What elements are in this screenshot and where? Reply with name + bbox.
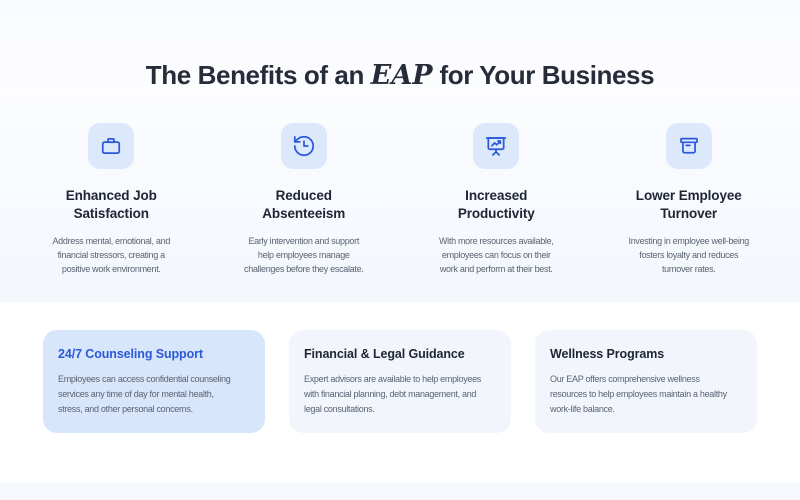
benefit-icon-tile: [280, 123, 327, 169]
title-acronym: EAP: [370, 60, 433, 91]
card-financial-legal-guidance: Financial & Legal Guidance Expert adviso…: [289, 330, 511, 434]
benefit-description: Early intervention and support help empl…: [244, 235, 364, 275]
benefit-icon-tile: [473, 123, 520, 169]
presentation-chart-icon: [486, 137, 507, 156]
card-counseling-support: 24/7 Counseling Support Employees can ac…: [43, 330, 265, 434]
card-wellness-programs: Wellness Programs Our EAP offers compreh…: [535, 330, 757, 434]
benefit-icon-tile: [88, 123, 135, 169]
card-description: Employees can access confidential counse…: [58, 374, 231, 415]
briefcase-icon: [102, 137, 121, 155]
benefit-column-absenteeism: Reduced Absenteeism Early intervention a…: [215, 123, 394, 302]
card-description: Our EAP offers comprehensive wellness re…: [550, 374, 727, 415]
card-description: Expert advisors are available to help em…: [304, 374, 482, 415]
benefit-heading: Reduced Absenteeism: [262, 188, 346, 221]
benefit-heading: Enhanced Job Satisfaction: [65, 188, 157, 221]
title-suffix: for Your Business: [432, 60, 655, 90]
card-heading: Wellness Programs: [550, 347, 665, 361]
benefit-column-productivity: Increased Productivity With more resourc…: [407, 123, 586, 302]
card-heading: 24/7 Counseling Support: [58, 347, 203, 361]
benefit-heading: Lower Employee Turnover: [635, 188, 742, 221]
benefit-column-job-satisfaction: Enhanced Job Satisfaction Address mental…: [22, 123, 201, 302]
benefit-icon-tile: [665, 123, 712, 169]
benefit-description: With more resources available, employees…: [438, 235, 554, 275]
card-heading: Financial & Legal Guidance: [304, 347, 465, 361]
programs-section: 24/7 Counseling Support Employees can ac…: [0, 302, 800, 482]
benefit-heading: Increased Productivity: [457, 188, 535, 221]
page-title: The Benefits of an EAP for Your Business: [145, 60, 655, 91]
benefit-description: Address mental, emotional, and financial…: [52, 235, 171, 275]
title-prefix: The Benefits of an: [145, 60, 371, 90]
archive-box-icon: [679, 137, 698, 154]
benefit-column-turnover: Lower Employee Turnover Investing in emp…: [600, 123, 779, 302]
history-clock-icon: [293, 135, 314, 157]
footer-strip: [0, 482, 800, 500]
benefit-description: Investing in employee well-being fosters…: [628, 235, 750, 275]
benefits-section: Enhanced Job Satisfaction Address mental…: [0, 102, 800, 302]
header: The Benefits of an EAP for Your Business: [0, 0, 800, 102]
